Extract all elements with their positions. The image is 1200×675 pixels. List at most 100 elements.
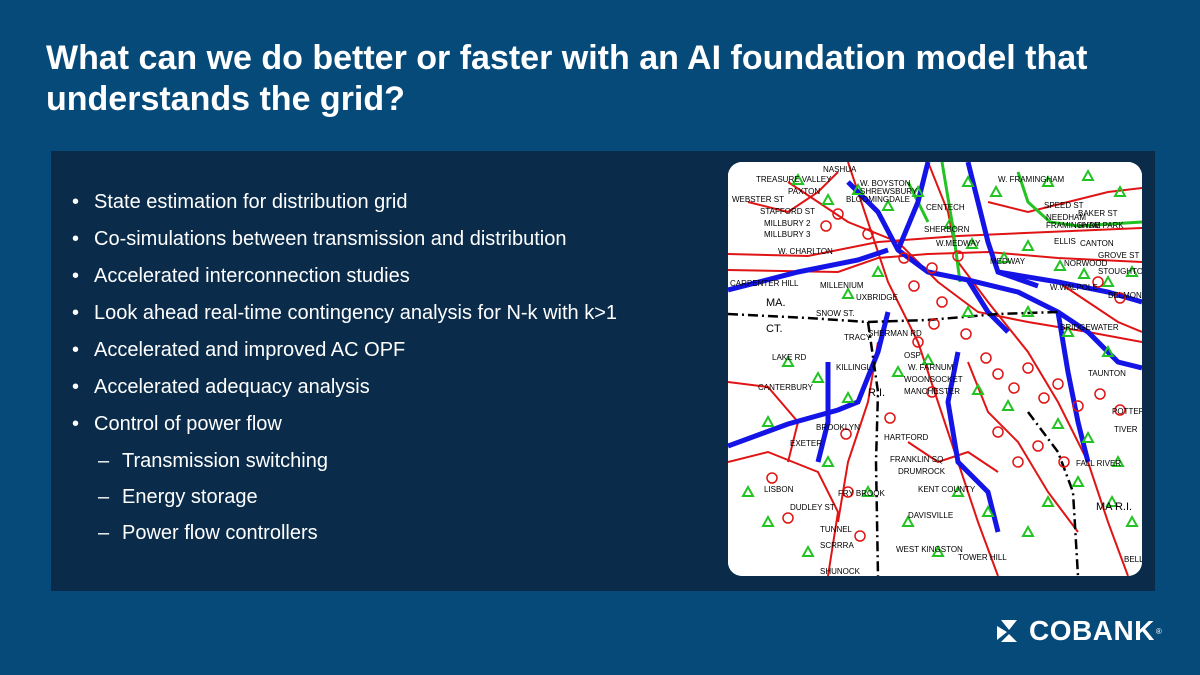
map-label: TRACY — [844, 333, 872, 342]
map-label: DRUMROCK — [898, 467, 946, 476]
map-label: BRIDGEWATER — [1060, 323, 1119, 332]
substation-circle-icon — [952, 250, 964, 262]
substation-triangle-icon — [921, 352, 935, 365]
substation-circle-icon — [992, 368, 1004, 380]
map-label: CARPENTER HILL — [730, 279, 799, 288]
substation-circle-icon — [840, 428, 852, 440]
map-label: STAFFORD ST — [760, 207, 815, 216]
substation-circle-icon — [1038, 392, 1050, 404]
substation-triangle-icon — [943, 216, 957, 229]
substation-triangle-icon — [1077, 266, 1091, 279]
logo-wordmark: COBANK — [1029, 615, 1155, 646]
substation-circle-icon — [908, 280, 920, 292]
substation-triangle-icon — [741, 484, 755, 497]
substation-triangle-icon — [981, 504, 995, 517]
substation-circle-icon — [1032, 440, 1044, 452]
substation-circle-icon — [820, 220, 832, 232]
substation-triangle-icon — [1021, 304, 1035, 317]
map-label: CT. — [766, 323, 783, 335]
substation-triangle-icon — [781, 354, 795, 367]
map-label: MILLBURY 3 — [764, 230, 811, 239]
map-label: FRANKLIN SQ — [890, 455, 943, 464]
map-label: EXETER — [790, 439, 822, 448]
substation-triangle-icon — [931, 544, 945, 557]
substation-triangle-icon — [1111, 454, 1125, 467]
map-label: TUNNEL — [820, 525, 853, 534]
bullet-item: State estimation for distribution grid — [70, 188, 710, 225]
bullet-item: Look ahead real-time contingency analysi… — [70, 299, 710, 336]
map-label: BROOKLYN — [816, 423, 860, 432]
map-label: CANTON — [1080, 239, 1114, 248]
map-label: WEST KINGSTON — [896, 545, 963, 554]
substation-triangle-icon — [1101, 274, 1115, 287]
map-label: KILLINGLY — [836, 363, 877, 372]
map-label: W. FARNUM — [908, 363, 954, 372]
map-label: GROVE ST — [1098, 251, 1139, 260]
map-label: ELLIS — [1054, 237, 1076, 246]
substation-triangle-icon — [997, 250, 1011, 263]
map-label: NASHUA — [823, 165, 857, 174]
substation-triangle-icon — [891, 364, 905, 377]
substation-triangle-icon — [1041, 174, 1055, 187]
slide-title: What can we do better or faster with an … — [46, 39, 1088, 118]
map-label: CANTERBURY — [758, 383, 814, 392]
map-label: SHUNOCK — [820, 567, 861, 576]
map-label: FRY BROOK — [838, 489, 885, 498]
map-label: W.MEDWAY — [936, 239, 981, 248]
map-label: BAKER ST — [1078, 209, 1118, 218]
trademark-symbol: ® — [1155, 626, 1162, 636]
map-label: SHREWSBURY — [860, 187, 918, 196]
substation-circle-icon — [854, 530, 866, 542]
map-label: WOONSOCKET — [904, 375, 963, 384]
substation-circle-icon — [862, 228, 874, 240]
map-label: MANCHESTER — [904, 387, 960, 396]
substation-triangle-icon — [861, 484, 875, 497]
substation-circle-icon — [926, 262, 938, 274]
substation-circle-icon — [992, 426, 1004, 438]
map-label: FRAMINGHAM — [1046, 221, 1101, 230]
substation-triangle-icon — [1001, 398, 1015, 411]
bullet-item: Accelerated adequacy analysis — [70, 373, 710, 410]
map-label: MILLBURY 2 — [764, 219, 811, 228]
cobank-mark-icon — [997, 620, 1017, 642]
substation-circle-icon — [936, 296, 948, 308]
map-label: KENT COUNTY — [918, 485, 976, 494]
map-label: LISBON — [764, 485, 794, 494]
map-label: UXBRIDGE — [856, 293, 898, 302]
substation-circle-icon — [960, 328, 972, 340]
sub-bullet-item: Power flow controllers — [70, 519, 710, 555]
map-label: BELMONT — [1108, 291, 1142, 300]
substation-triangle-icon — [1021, 524, 1035, 537]
substation-triangle-icon — [1041, 494, 1055, 507]
substation-circle-icon — [980, 352, 992, 364]
map-label: BLOOMINGDALE — [846, 195, 910, 204]
map-label: MA R.I. — [1096, 501, 1132, 513]
substation-triangle-icon — [1125, 514, 1139, 527]
substation-triangle-icon — [871, 264, 885, 277]
substation-triangle-icon — [881, 198, 895, 211]
map-label: DUDLEY ST — [790, 503, 835, 512]
cobank-logo: COBANK ® — [995, 615, 1162, 647]
map-label: STOUGHTON — [1098, 267, 1142, 276]
substation-triangle-icon — [961, 304, 975, 317]
substation-circle-icon — [1114, 292, 1126, 304]
substation-triangle-icon — [761, 514, 775, 527]
map-label: MILLENIUM — [820, 281, 864, 290]
substation-triangle-icon — [1105, 494, 1119, 507]
substation-circle-icon — [1022, 362, 1034, 374]
substation-triangle-icon — [841, 286, 855, 299]
substation-triangle-icon — [841, 390, 855, 403]
map-label: R.I. — [868, 387, 885, 399]
substation-triangle-icon — [951, 484, 965, 497]
substation-circle-icon — [912, 336, 924, 348]
substation-circle-icon — [926, 386, 938, 398]
substation-triangle-icon — [1071, 474, 1085, 487]
substation-triangle-icon — [911, 184, 925, 197]
substation-triangle-icon — [961, 174, 975, 187]
bullet-list: State estimation for distribution grid C… — [70, 188, 710, 555]
substation-triangle-icon — [791, 172, 805, 185]
substation-circle-icon — [1094, 388, 1106, 400]
map-label: W.WALPOLE — [1050, 283, 1098, 292]
